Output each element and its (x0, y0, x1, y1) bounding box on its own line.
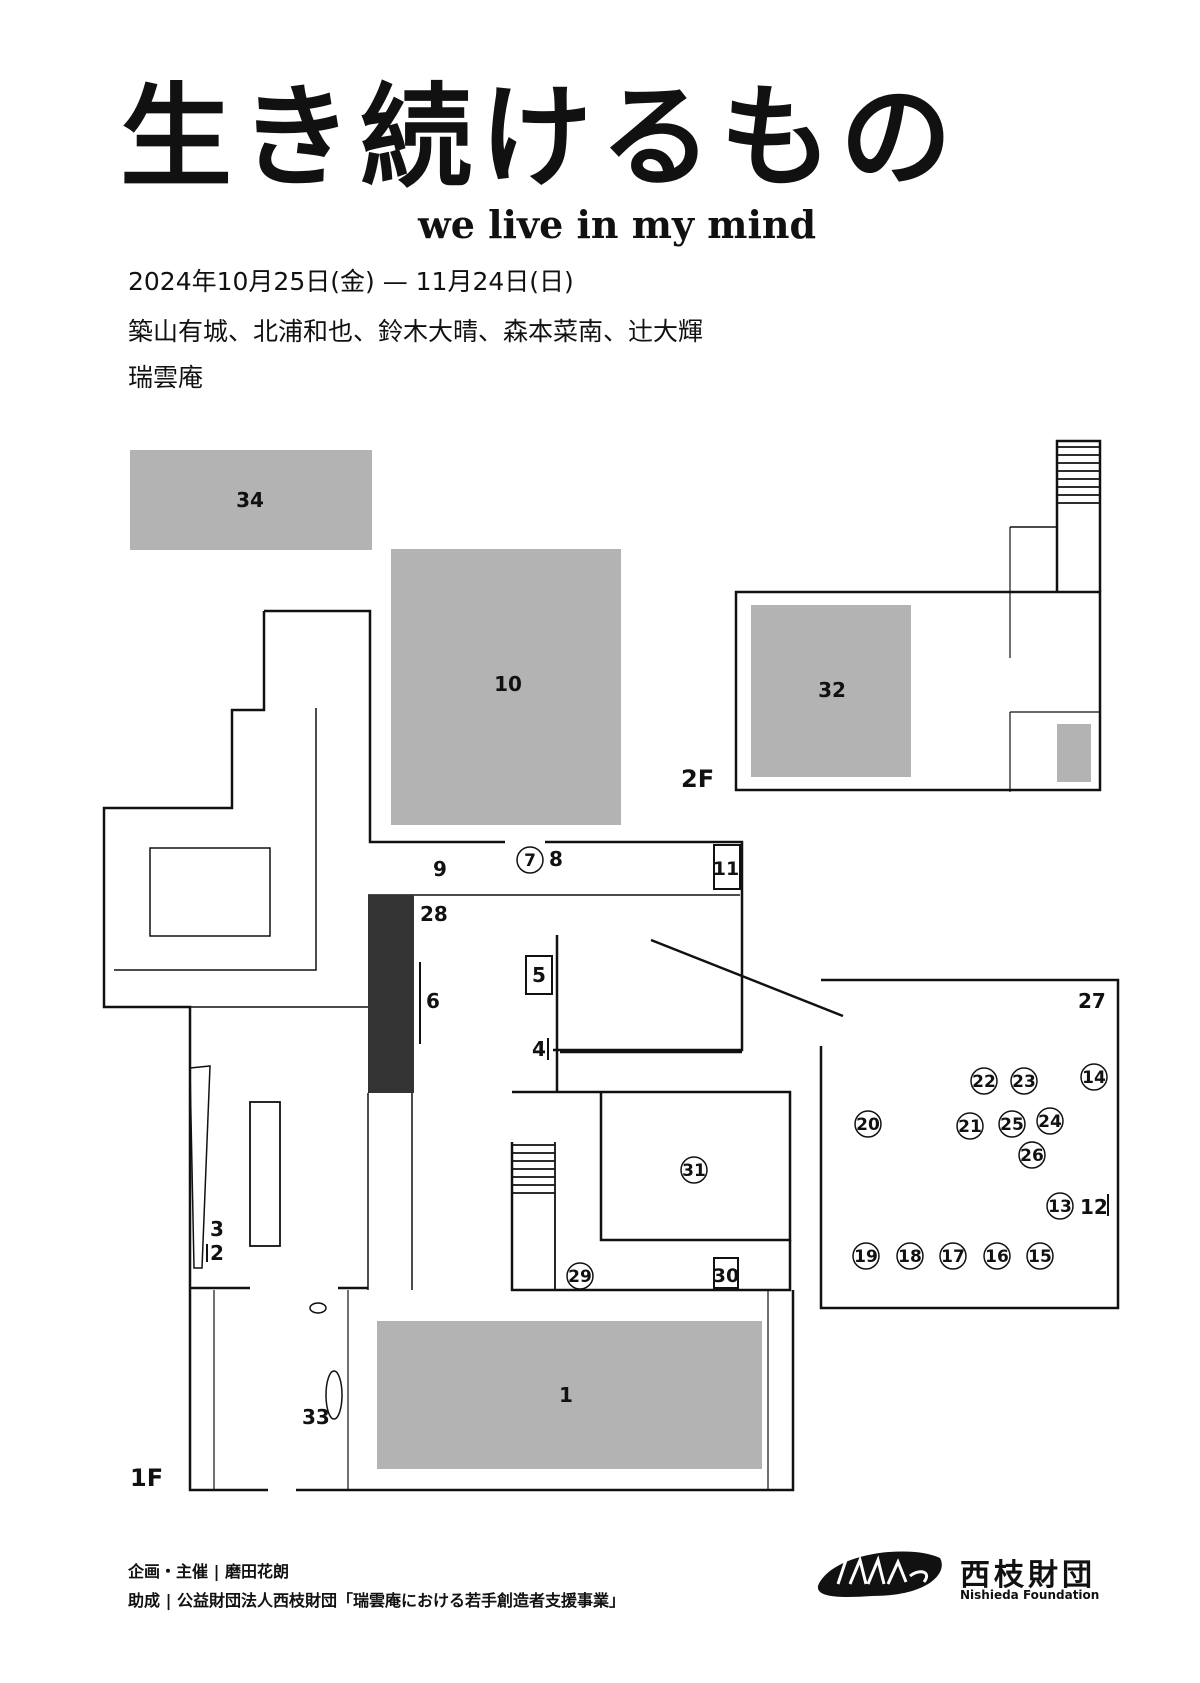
label-floor-1f: 1F (130, 1464, 163, 1492)
marker-21: 21 (956, 1112, 984, 1140)
marker-23-label: 23 (1012, 1072, 1036, 1092)
marker-26-label: 26 (1020, 1146, 1044, 1166)
marker-26: 26 (1018, 1141, 1046, 1169)
stair-1f (512, 1142, 556, 1290)
wall-1f-stair (510, 1142, 555, 1292)
room-32 (751, 605, 911, 777)
wall-1f-bottom-right (555, 1240, 792, 1292)
box-5 (525, 955, 553, 995)
wall-1f-room31 (512, 1090, 792, 1242)
marker-15: 15 (1026, 1242, 1054, 1270)
wall-pavilion (819, 978, 1120, 1310)
dark-wall-28 (368, 895, 414, 1093)
marker-24-label: 24 (1038, 1112, 1062, 1132)
footer-organizer: 企画・主催 | 磨田花朗 (128, 1562, 289, 1581)
wall-1f-slant (189, 1065, 211, 1269)
label-27: 27 (1078, 989, 1106, 1013)
stone-small (309, 1302, 327, 1314)
label-5: 5 (532, 963, 546, 987)
label-9: 9 (433, 857, 447, 881)
box-11 (713, 844, 741, 890)
foundation-logo: 西枝財団 Nishieda Foundation (812, 1546, 1132, 1606)
label-room-34: 34 (236, 488, 264, 512)
wall-1f-left-outer (102, 611, 266, 1288)
marker-18: 18 (896, 1242, 924, 1270)
marker-22: 22 (970, 1067, 998, 1095)
label-6: 6 (426, 989, 440, 1013)
marker-22-label: 22 (972, 1072, 996, 1092)
label-room-1: 1 (559, 1383, 573, 1407)
room-10 (391, 549, 621, 825)
artist-list: 築山有城、北浦和也、鈴木大晴、森本菜南、辻大輝 (128, 317, 704, 346)
foundation-logo-mark (817, 1551, 942, 1597)
room-1 (377, 1321, 762, 1469)
marker-14: 14 (1080, 1063, 1108, 1091)
marker-20: 20 (854, 1110, 882, 1138)
marker-16: 16 (983, 1242, 1011, 1270)
marker-13: 13 (1046, 1192, 1074, 1220)
wall-2f-stair (1055, 439, 1102, 592)
marker-7-label: 7 (524, 851, 536, 871)
marker-24: 24 (1036, 1107, 1064, 1135)
wall-1f-corridor (545, 840, 744, 1052)
path-line (650, 938, 844, 1018)
marker-14-label: 14 (1082, 1068, 1106, 1088)
bench (249, 1101, 281, 1247)
label-28: 28 (420, 902, 448, 926)
label-4: 4 (532, 1037, 546, 1061)
foundation-name-en: Nishieda Foundation (960, 1588, 1100, 1602)
label-room-10: 10 (494, 672, 522, 696)
marker-21-label: 21 (958, 1117, 982, 1137)
wall-2f (734, 590, 1102, 792)
label-30: 30 (713, 1265, 739, 1287)
marker-23: 23 (1010, 1067, 1038, 1095)
foundation-name: 西枝財団 (960, 1558, 1096, 1593)
exhibition-title: 生き続けるもの (120, 72, 960, 203)
marker-13-label: 13 (1048, 1197, 1072, 1217)
label-room-32: 32 (818, 678, 846, 702)
marker-20-label: 20 (856, 1115, 880, 1135)
marker-18-label: 18 (898, 1247, 922, 1267)
marker-15-label: 15 (1028, 1247, 1052, 1267)
footer-support: 助成 | 公益財団法人西枝財団「瑞雲庵における若手創造者支援事業」 (128, 1591, 625, 1610)
courtyard-box (149, 847, 271, 937)
label-3: 3 (210, 1217, 224, 1241)
room-2f-small (1057, 724, 1091, 782)
label-11: 11 (713, 858, 739, 880)
box-30 (713, 1257, 739, 1289)
marker-19-label: 19 (854, 1247, 878, 1267)
room-34 (130, 450, 372, 550)
venue-name: 瑞雲庵 (128, 363, 204, 392)
wall-1f-top (264, 609, 505, 844)
wall-1f-inner (114, 708, 317, 971)
marker-7: 7 (516, 846, 544, 874)
exhibition-subtitle: we live in my mind (418, 202, 817, 247)
label-floor-2f: 2F (681, 765, 714, 793)
wall-bottom-left (188, 1288, 268, 1492)
marker-25-label: 25 (1000, 1115, 1024, 1135)
marker-29-label: 29 (568, 1267, 592, 1287)
label-2: 2 (210, 1241, 224, 1265)
marker-31: 31 (680, 1156, 708, 1184)
marker-16-label: 16 (985, 1247, 1009, 1267)
marker-25: 25 (998, 1110, 1026, 1138)
stair-2f (1057, 446, 1100, 504)
label-8: 8 (549, 847, 563, 871)
marker-19: 19 (852, 1242, 880, 1270)
marker-31-label: 31 (682, 1161, 706, 1181)
label-33: 33 (302, 1405, 330, 1429)
stone-33 (325, 1370, 343, 1420)
wall-bottom-right (296, 1290, 795, 1492)
marker-29: 29 (566, 1262, 594, 1290)
wall-2f-inner (1010, 526, 1058, 592)
label-12: 12 (1080, 1195, 1108, 1219)
marker-17-label: 17 (941, 1247, 965, 1267)
exhibition-dates: 2024年10月25日(金) — 11月24日(日) (128, 267, 574, 296)
marker-17: 17 (939, 1242, 967, 1270)
